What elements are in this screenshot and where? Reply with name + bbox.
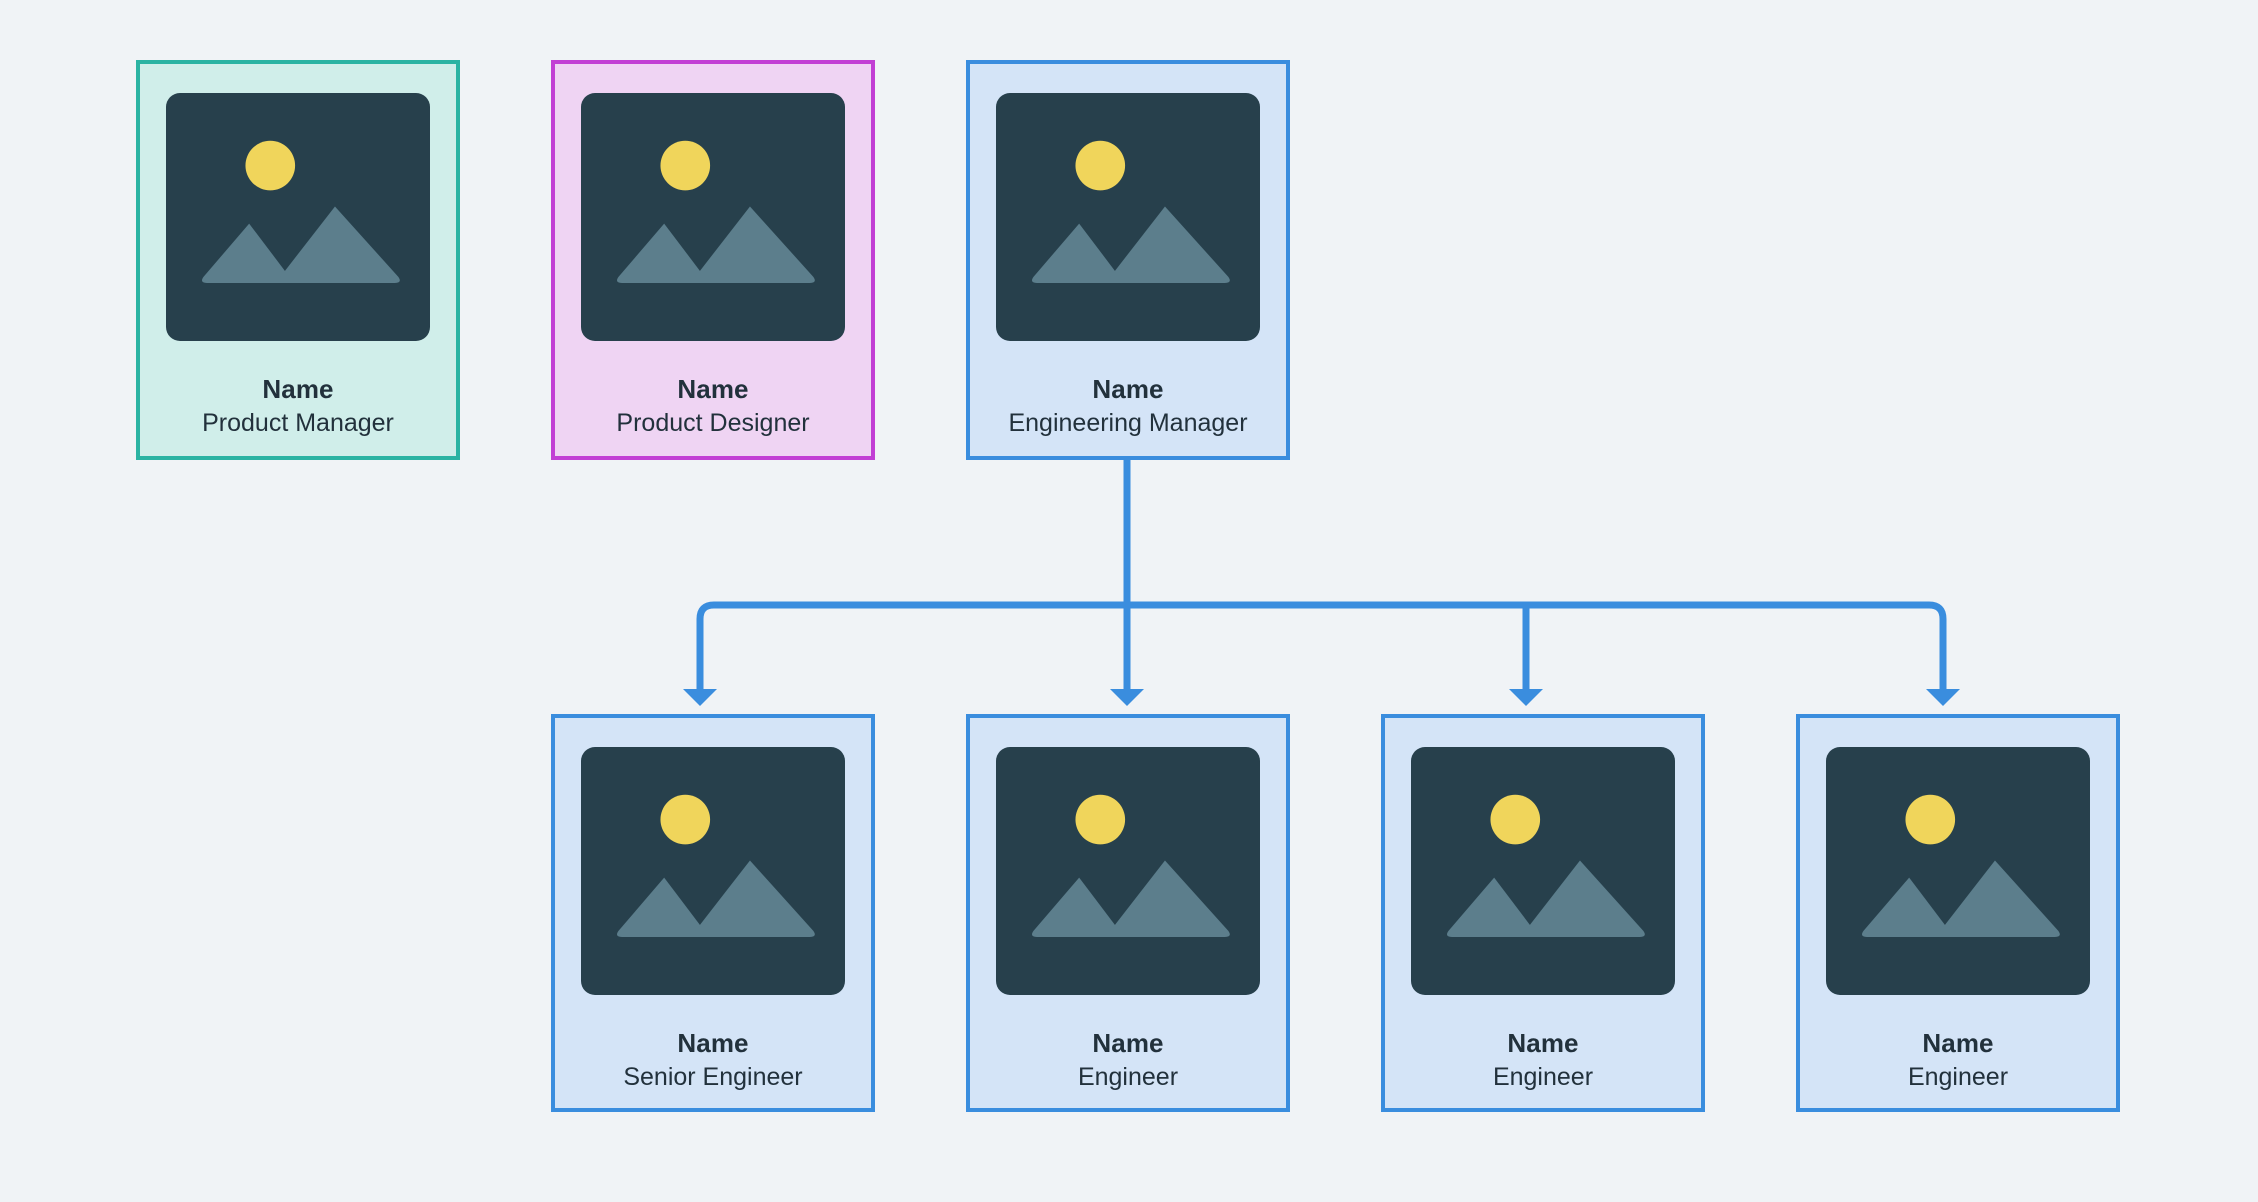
node-photo-product-designer: [581, 93, 845, 341]
connector-arrow-engineer-1: [1110, 689, 1144, 706]
node-role-engineer-1: Engineer: [1077, 1063, 1179, 1091]
mountain-large-shape: [690, 860, 815, 937]
sun-shape: [660, 794, 711, 845]
sun-shape: [245, 140, 296, 191]
mountain-small-shape: [1861, 877, 1955, 937]
mountain-small-shape: [616, 223, 710, 283]
node-name-product-manager: Name: [262, 374, 334, 404]
image-placeholder-icon: [1031, 794, 1230, 937]
connector-arrow-senior-engineer: [683, 689, 717, 706]
image-placeholder-icon: [201, 140, 400, 283]
sun-shape: [660, 140, 711, 191]
connector-arrow-engineer-3: [1926, 689, 1960, 706]
image-placeholder-icon: [616, 140, 815, 283]
node-photo-engineer-1: [996, 747, 1260, 995]
connector-bus: [696, 601, 1947, 620]
mountain-small-shape: [1031, 223, 1125, 283]
sun-shape: [1075, 140, 1126, 191]
node-name-engineer-1: Name: [1092, 1028, 1164, 1058]
mountain-small-shape: [1446, 877, 1540, 937]
node-photo-senior-engineer: [581, 747, 845, 995]
sun-shape: [1490, 794, 1541, 845]
image-placeholder-icon: [616, 794, 815, 937]
node-name-engineer-3: Name: [1922, 1028, 1994, 1058]
node-name-engineer-2: Name: [1507, 1028, 1579, 1058]
mountain-large-shape: [1935, 860, 2060, 937]
node-role-engineering-manager: Engineering Manager: [1008, 409, 1248, 437]
node-photo-engineer-3: [1826, 747, 2090, 995]
sun-shape: [1905, 794, 1956, 845]
node-role-product-designer: Product Designer: [616, 409, 810, 437]
sun-shape: [1075, 794, 1126, 845]
image-placeholder-icon: [1446, 794, 1645, 937]
mountain-small-shape: [201, 223, 295, 283]
image-placeholder-icon: [1861, 794, 2060, 937]
node-name-engineering-manager: Name: [1092, 374, 1164, 404]
node-role-senior-engineer: Senior Engineer: [623, 1063, 803, 1091]
mountain-large-shape: [1520, 860, 1645, 937]
mountain-large-shape: [1105, 206, 1230, 283]
mountain-large-shape: [275, 206, 400, 283]
node-photo-product-manager: [166, 93, 430, 341]
node-photo-engineer-2: [1411, 747, 1675, 995]
node-role-engineer-3: Engineer: [1907, 1063, 2009, 1091]
mountain-small-shape: [616, 877, 710, 937]
node-role-engineer-2: Engineer: [1492, 1063, 1594, 1091]
mountain-large-shape: [690, 206, 815, 283]
image-placeholder-icon: [1031, 140, 1230, 283]
node-name-senior-engineer: Name: [677, 1028, 749, 1058]
mountain-small-shape: [1031, 877, 1125, 937]
mountain-large-shape: [1105, 860, 1230, 937]
node-name-product-designer: Name: [677, 374, 749, 404]
node-photo-engineering-manager: [996, 93, 1260, 341]
connector-arrow-engineer-2: [1509, 689, 1543, 706]
node-role-product-manager: Product Manager: [202, 409, 394, 437]
